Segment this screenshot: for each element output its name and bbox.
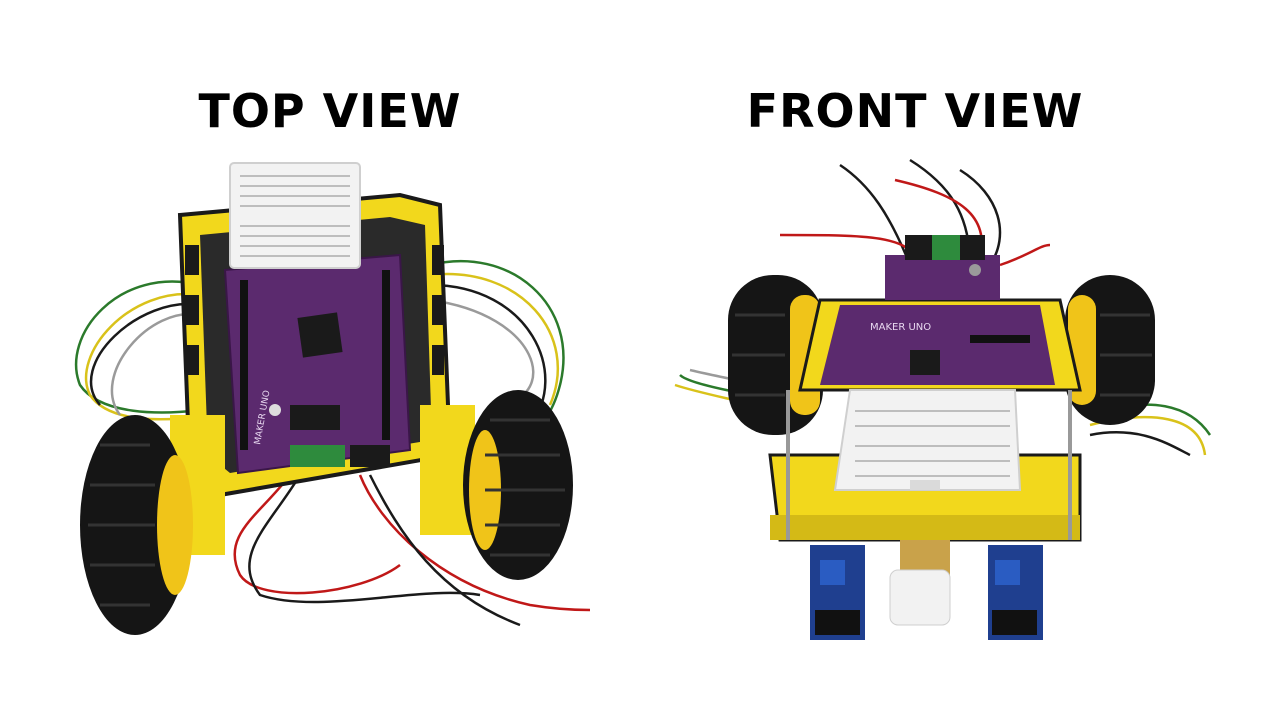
- right-wheel-front: [1065, 275, 1155, 425]
- top-view-title: TOP VIEW: [198, 84, 462, 138]
- motor-wires: [233, 474, 591, 627]
- front-view-title: FRONT VIEW: [746, 84, 1084, 138]
- front-view-photo: MAKER UNO: [670, 155, 1230, 655]
- top-view-photo: MAKER UNO: [60, 155, 600, 645]
- right-ir-sensor: [988, 545, 1043, 640]
- maker-uno-board-front: MAKER UNO: [820, 305, 1055, 385]
- left-wheel: [80, 415, 193, 635]
- motor-driver: [885, 235, 1000, 300]
- left-ir-sensor: [810, 545, 865, 640]
- caster-wheel: [889, 540, 951, 626]
- board-brand-label-front: MAKER UNO: [870, 322, 931, 333]
- maker-uno-board: MAKER UNO: [223, 253, 412, 475]
- mini-breadboard-front: [833, 389, 1022, 491]
- right-wheel: [463, 390, 573, 580]
- mini-breadboard: [229, 162, 361, 269]
